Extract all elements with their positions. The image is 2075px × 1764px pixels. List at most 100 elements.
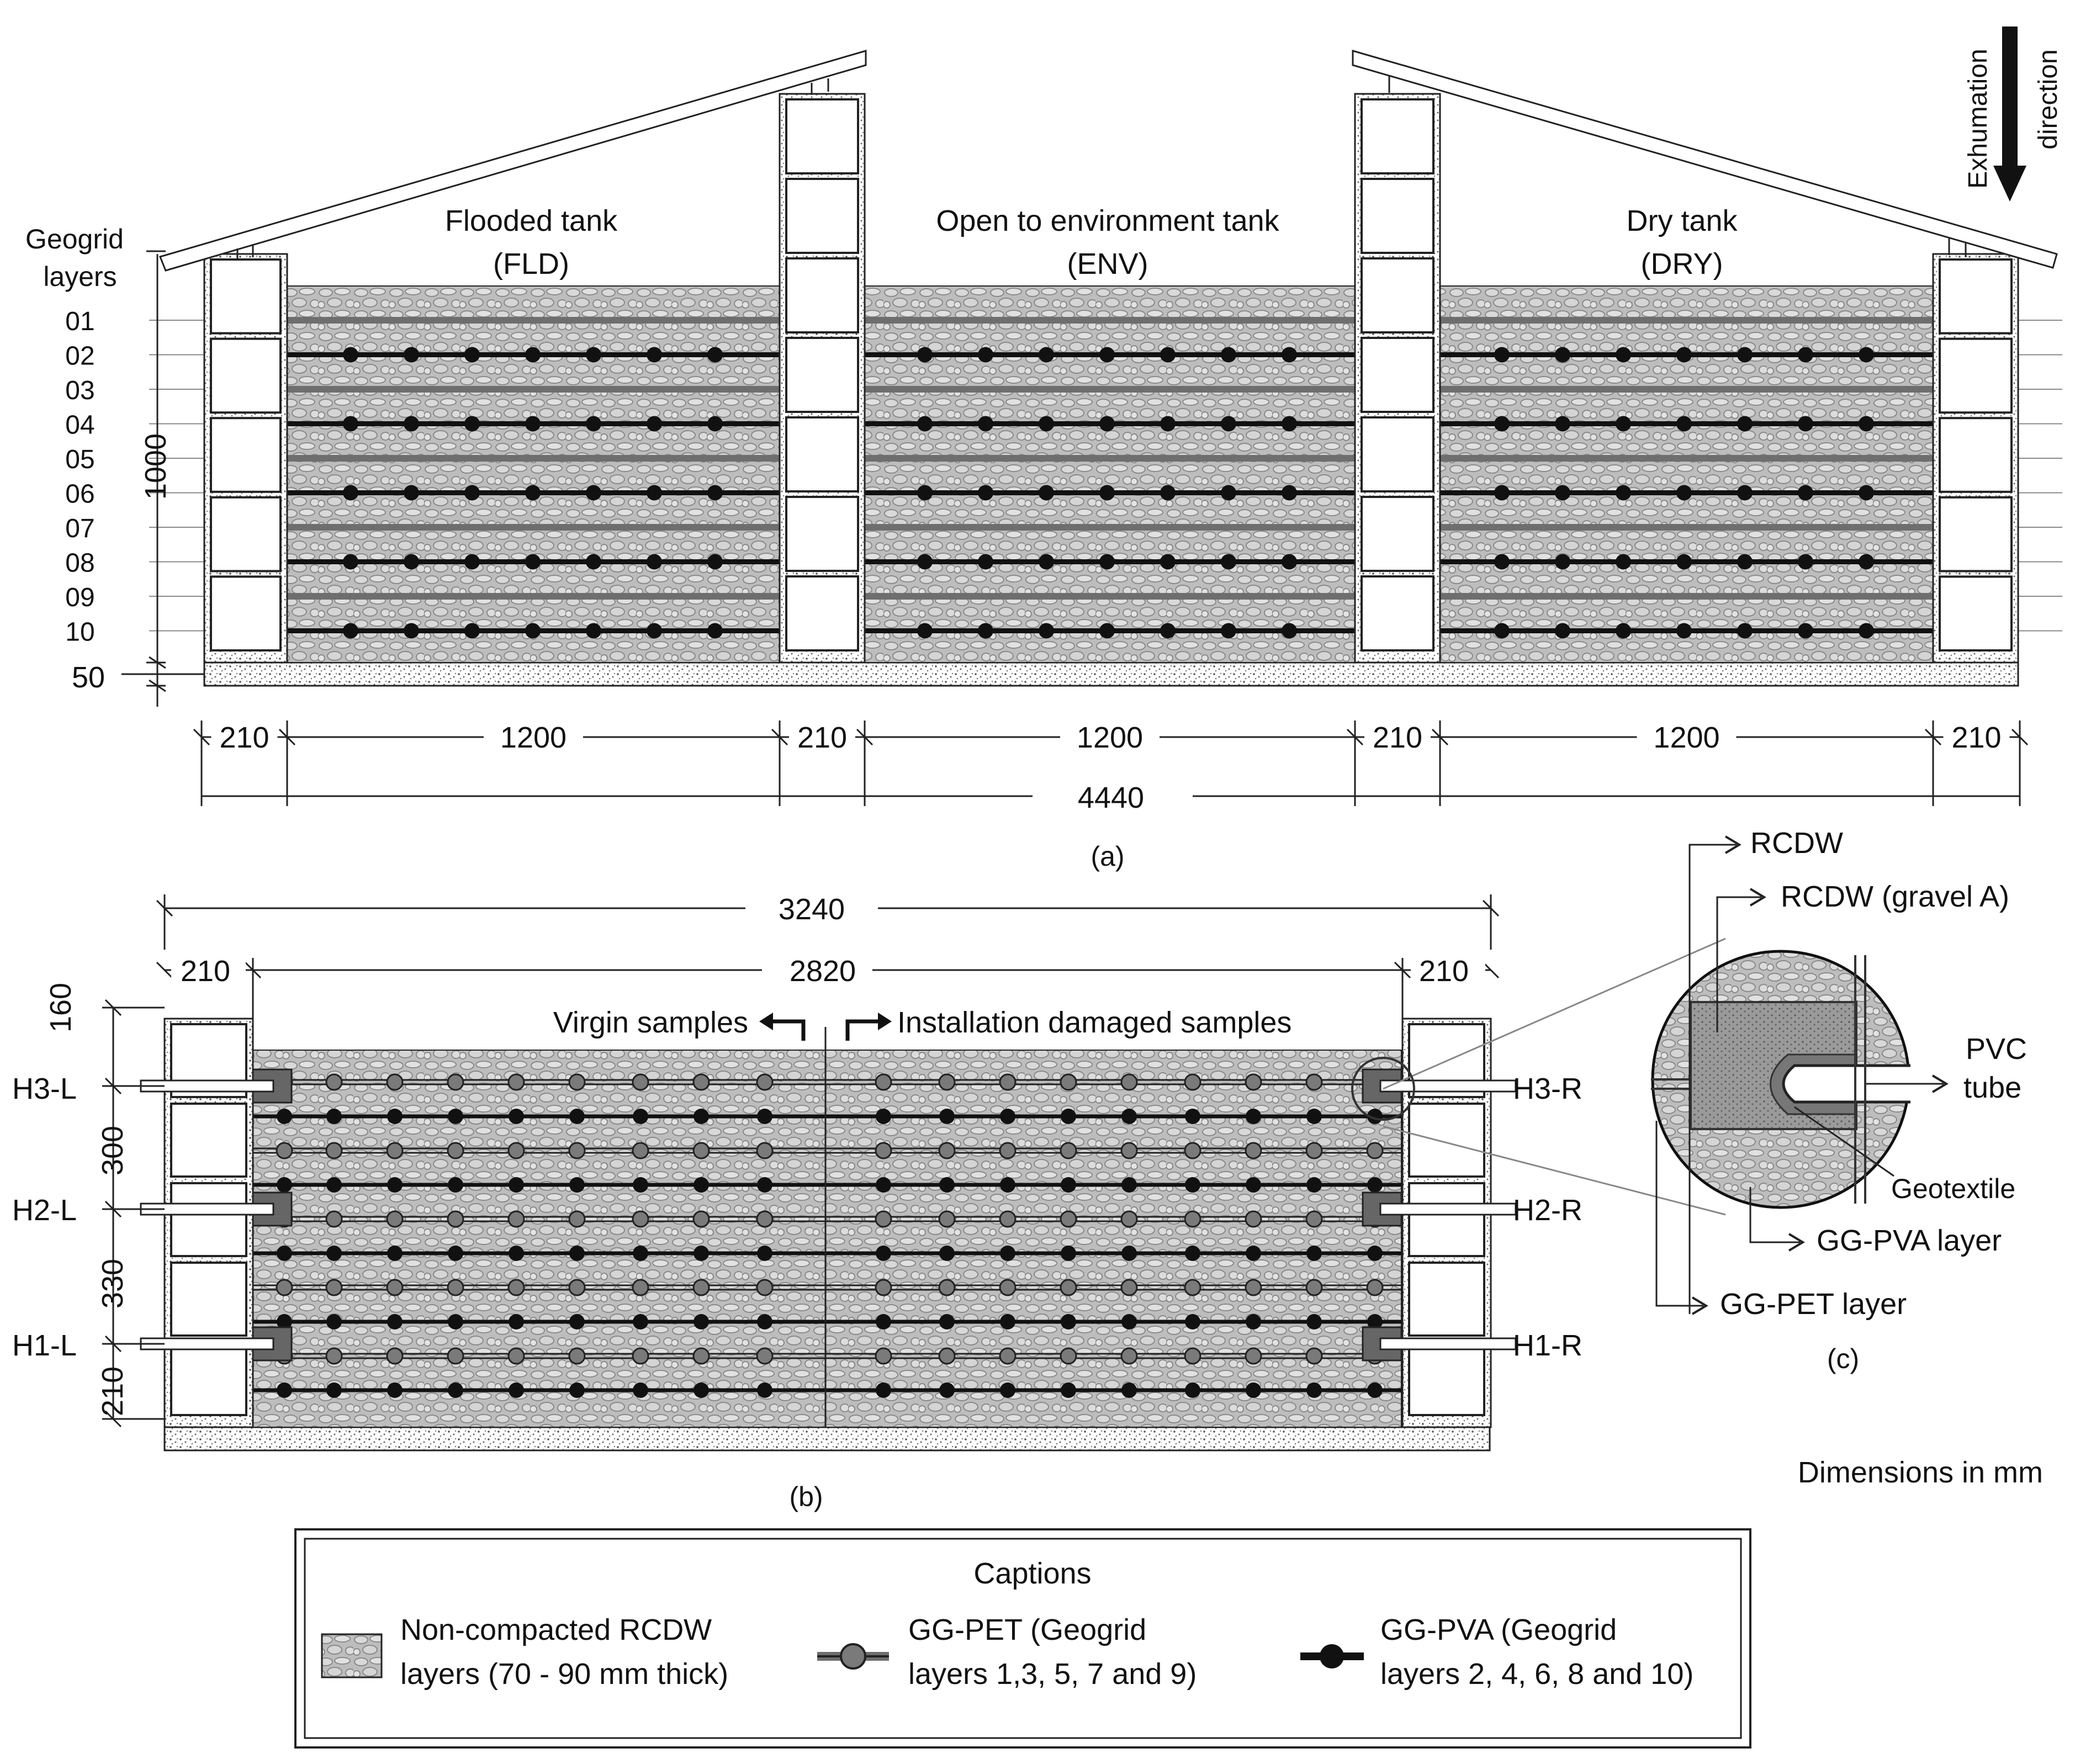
gg-pva-sample [1798, 347, 1813, 363]
gg-pva-sample [569, 1109, 585, 1124]
gg-pva-sample [404, 623, 419, 639]
gg-pva-sample [1798, 623, 1813, 639]
gg-pet-sample [447, 1210, 464, 1228]
gg-pva-sample [757, 1177, 772, 1193]
gg-pva-sample [1246, 1314, 1261, 1329]
base-slab [203, 661, 2019, 687]
gg-pva-sample [1121, 1177, 1137, 1193]
gg-pva-sample [1221, 416, 1236, 432]
gg-pva-sample [978, 554, 993, 570]
port-label-h2-r: H2-R [1513, 1194, 1582, 1227]
damaged-samples-label: Installation damaged samples [897, 1006, 1291, 1039]
gg-pva-sample [343, 416, 358, 432]
gg-pva-sample [757, 1246, 772, 1261]
gg-pet-sample [1366, 1142, 1384, 1159]
gg-pet-sample [386, 1210, 404, 1228]
geogrid-layers-title: Geogrid [25, 224, 124, 255]
gg-pet-sample [568, 1347, 586, 1365]
gg-pva-sample [277, 1246, 292, 1261]
gg-pva-sample [1555, 554, 1570, 570]
gg-pva-sample [525, 623, 541, 639]
gg-pva-sample [569, 1246, 585, 1261]
gg-pva-sample [1185, 1246, 1200, 1261]
dimensions-note: Dimensions in mm [1798, 1456, 2043, 1489]
gg-pet-sample [1305, 1279, 1323, 1296]
gg-pet-sample [1184, 1279, 1201, 1296]
legend-rcdw-line2: layers (70 - 90 mm thick) [400, 1657, 728, 1691]
gg-pva-sample [1494, 554, 1510, 570]
caption-c: (c) [1827, 1343, 1859, 1374]
gg-pva-sample [404, 347, 419, 363]
gg-pva-sample [1282, 623, 1297, 639]
legend-gg-pet-line1: GG-PET (Geogrid [908, 1613, 1146, 1646]
gg-pva-sample [1099, 485, 1115, 501]
gg-pva-sample [939, 1314, 955, 1329]
gg-pet-sample [276, 1142, 293, 1159]
legend-rcdw-line1: Non-compacted RCDW [400, 1613, 712, 1646]
gg-pva-sample [978, 347, 993, 363]
pvc-tube-right [1379, 1079, 1517, 1093]
section-fill [252, 1050, 1402, 1428]
gg-pva-sample [707, 416, 723, 432]
gg-pva-sample [707, 554, 723, 570]
gg-pva-sample [586, 347, 601, 363]
gg-pva-sample [277, 1382, 292, 1398]
gg-pet-sample [386, 1347, 404, 1365]
gg-pet-sample [447, 1347, 464, 1365]
gg-pva-sample [1555, 347, 1570, 363]
gg-pva-sample [586, 485, 601, 501]
gg-pet-sample [1245, 1279, 1262, 1296]
gg-pva-sample [1099, 554, 1115, 570]
gg-pet-sample [1120, 1073, 1138, 1091]
gg-pva-sample [1306, 1109, 1322, 1124]
gg-pva-sample [633, 1382, 648, 1398]
gg-pet-sample [692, 1347, 710, 1365]
gg-pet-sample [507, 1279, 525, 1296]
exhumation-text-2: direction [2034, 49, 2063, 149]
dim-1200: 1200 [1653, 721, 1719, 754]
gg-pet-sample [1366, 1279, 1384, 1296]
gg-pva-sample [1039, 554, 1054, 570]
gg-pva-sample [1798, 485, 1813, 501]
gg-pet-sample [875, 1279, 892, 1296]
tank-code-fld: (FLD) [493, 247, 569, 280]
gg-pva-sample [569, 1177, 585, 1193]
tank-code-dry: (DRY) [1640, 247, 1723, 280]
gg-pva-sample [876, 1314, 891, 1329]
gg-pet-sample [447, 1073, 464, 1091]
gg-pet-sample [938, 1347, 956, 1365]
gg-pva-sample [1061, 1246, 1076, 1261]
gg-pva-sample [586, 623, 601, 639]
gg-pva-sample [464, 416, 480, 432]
gg-pva-sample [876, 1246, 891, 1261]
gg-pva-sample [1859, 485, 1874, 501]
gg-pet-sample [1245, 1142, 1262, 1159]
gg-pet-sample [756, 1073, 774, 1091]
gg-pet-sample [999, 1142, 1017, 1159]
dim-210: 210 [219, 721, 269, 754]
gg-pva-sample [509, 1177, 524, 1193]
gg-pva-sample [326, 1382, 342, 1398]
gg-pva-sample [387, 1109, 403, 1124]
dim-2820: 2820 [790, 955, 856, 988]
gg-pva-sample [757, 1109, 772, 1124]
gg-pva-sample [633, 1177, 648, 1193]
gg-pva-sample [1121, 1109, 1137, 1124]
gg-pva-sample [1555, 623, 1570, 639]
gg-pva-sample [1000, 1246, 1015, 1261]
dim-210-right: 210 [1419, 955, 1469, 988]
gg-pva-sample [448, 1109, 463, 1124]
gg-pva-sample [1859, 416, 1874, 432]
gg-pva-sample [1737, 347, 1753, 363]
captions-legend: Captions Non-compacted RCDW layers (70 -… [294, 1528, 1751, 1749]
gg-pva-sample [1367, 1382, 1383, 1398]
gg-pva-sample [694, 1177, 709, 1193]
gg-pva-sample [917, 623, 933, 639]
gg-pva-sample [343, 485, 358, 501]
gg-pva-sample [917, 416, 933, 432]
gg-pva-sample [326, 1109, 342, 1124]
gg-pva-sample [1099, 347, 1115, 363]
gg-pva-sample [1798, 554, 1813, 570]
gg-pva-sample [343, 347, 358, 363]
gg-pet-sample [568, 1210, 586, 1228]
